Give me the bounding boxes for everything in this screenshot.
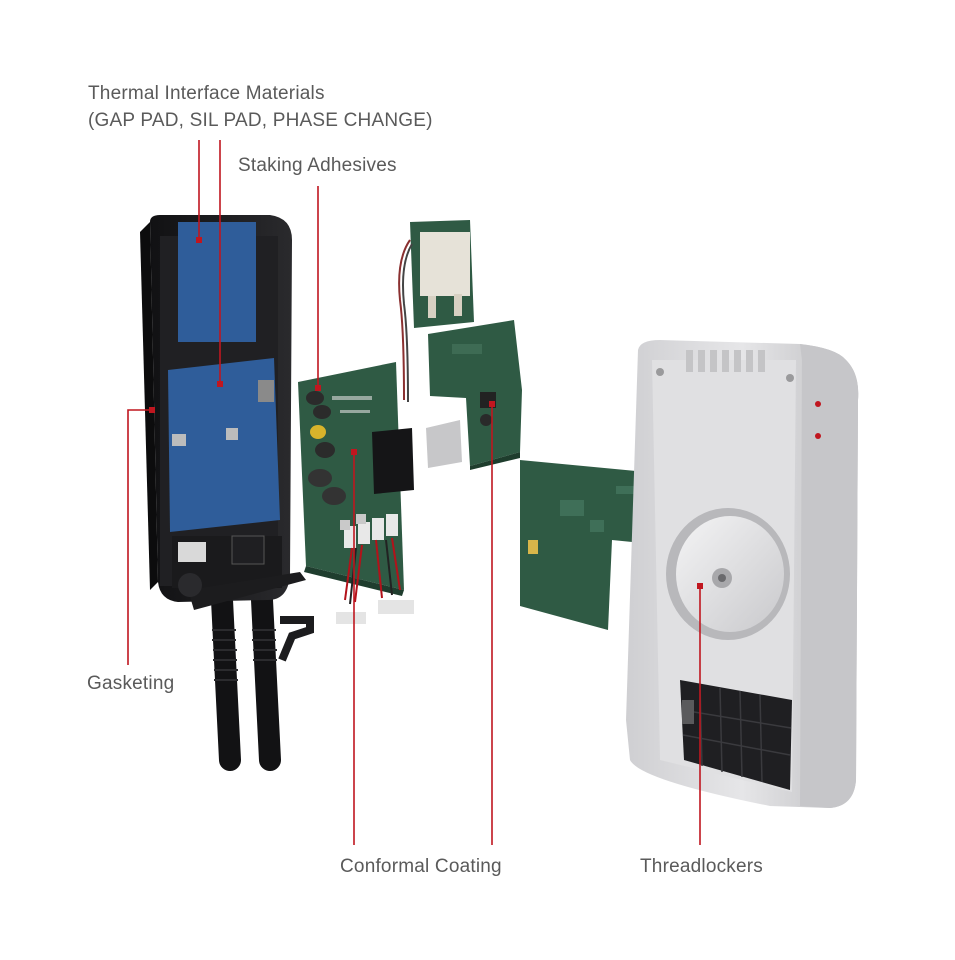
callout-staking-adhesives: Staking Adhesives — [238, 155, 397, 176]
callout-thermal-interface-line2: (GAP PAD, SIL PAD, PHASE CHANGE) — [88, 110, 433, 131]
rear-housing — [140, 215, 314, 771]
callout-thermal-interface-materials: Thermal Interface Materials (GAP PAD, SI… — [88, 80, 433, 134]
main-pcb — [298, 362, 414, 624]
callout-gasketing: Gasketing — [87, 673, 175, 694]
relay-board — [398, 220, 474, 403]
leader-markers — [149, 237, 703, 589]
callout-thermal-interface-line1: Thermal Interface Materials — [88, 83, 325, 104]
marker-thermal-lower — [217, 381, 223, 387]
callout-threadlockers: Threadlockers — [640, 856, 763, 877]
marker-gasketing — [149, 407, 155, 413]
marker-threadlockers — [697, 583, 703, 589]
marker-staking — [315, 385, 321, 391]
leader-gasketing — [127, 409, 152, 665]
callout-conformal-coating: Conformal Coating — [340, 856, 502, 877]
marker-conformal-main — [351, 449, 357, 455]
front-cover — [626, 340, 859, 808]
leader-lines — [127, 140, 701, 845]
marker-conformal-control — [489, 401, 495, 407]
control-pcb — [426, 320, 522, 470]
marker-thermal-upper — [196, 237, 202, 243]
